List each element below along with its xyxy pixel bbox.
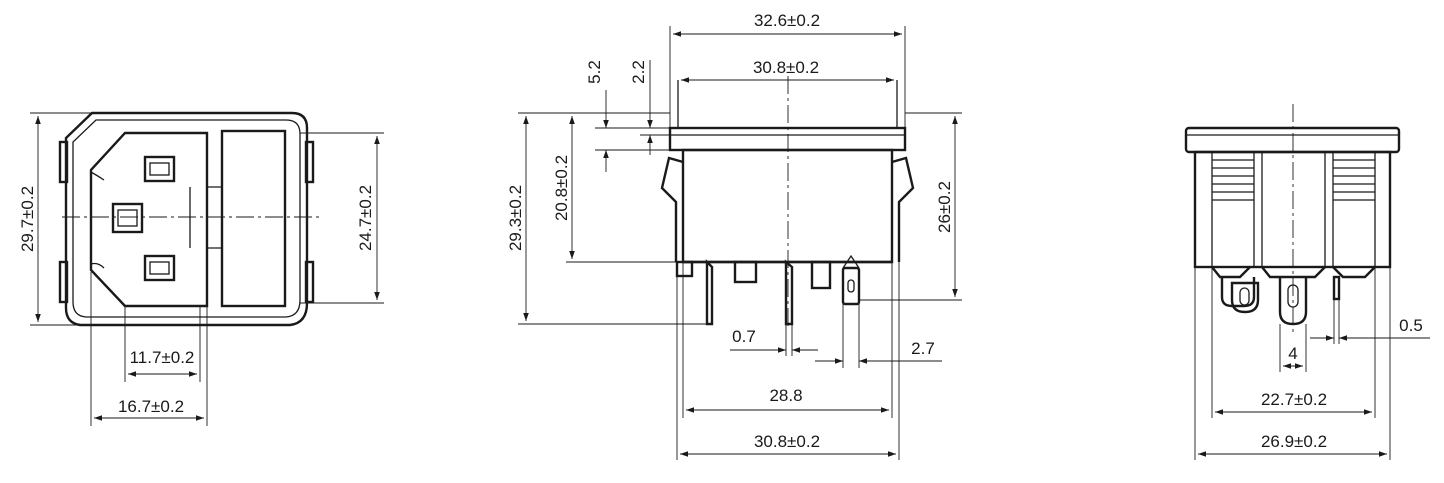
label-rear-pin-pitch: 4 bbox=[1288, 344, 1297, 363]
switch-window bbox=[220, 129, 287, 308]
label-side-height-right: 26±0.2 bbox=[935, 181, 954, 233]
front-view: 29.7±0.2 24.7±0.2 11.7±0.2 16.7±0.2 bbox=[18, 111, 384, 426]
front-right-clip-bottom bbox=[304, 260, 315, 304]
label-side-terminal-width: 2.7 bbox=[911, 339, 935, 358]
front-left-clip-bottom bbox=[58, 260, 69, 304]
side-right-latch bbox=[891, 156, 915, 262]
label-side-5-2: 5.2 bbox=[585, 60, 604, 84]
rear-terminal-right-blade bbox=[1332, 275, 1341, 301]
rear-center-channel bbox=[1261, 152, 1326, 267]
rear-right-rib-block bbox=[1332, 151, 1376, 268]
rear-terminal-left bbox=[1220, 277, 1256, 308]
label-side-width-top: 32.6±0.2 bbox=[754, 11, 820, 30]
rear-body bbox=[1193, 150, 1392, 269]
label-side-width-flange: 30.8±0.2 bbox=[753, 58, 819, 77]
rear-top-flange bbox=[1184, 126, 1401, 154]
side-terminal-middle bbox=[784, 259, 794, 326]
label-rear-width-overall: 26.9±0.2 bbox=[1261, 432, 1327, 451]
label-side-2-2: 2.2 bbox=[629, 60, 648, 84]
rear-terminal-left-hole bbox=[1239, 287, 1250, 306]
side-left-stub bbox=[675, 260, 694, 278]
rear-terminal-left-b bbox=[1230, 281, 1260, 314]
front-inner-frame bbox=[72, 119, 301, 318]
front-outer-frame bbox=[64, 111, 309, 327]
pin-slot-top-inner bbox=[149, 162, 170, 176]
side-terminal-left bbox=[705, 259, 714, 326]
side-terminal-barb bbox=[842, 254, 860, 269]
side-terminal-right bbox=[841, 266, 861, 306]
rear-left-rib-block bbox=[1211, 151, 1255, 268]
label-rear-terminal-thickness: 0.5 bbox=[1399, 316, 1423, 335]
label-rear-width-inner: 22.7±0.2 bbox=[1261, 390, 1327, 409]
label-front-width-overall: 16.7±0.2 bbox=[118, 397, 184, 416]
inlet-notch-top bbox=[90, 171, 105, 181]
side-left-latch bbox=[660, 156, 684, 262]
pin-slot-bottom bbox=[143, 254, 176, 282]
inlet-notch-bottom bbox=[90, 262, 105, 269]
side-body bbox=[681, 148, 894, 264]
label-side-width-body: 28.8 bbox=[769, 386, 802, 405]
label-side-terminal-thickness: 0.7 bbox=[732, 327, 756, 346]
rear-left-ribs bbox=[1212, 159, 1254, 201]
side-top-flange bbox=[668, 126, 907, 152]
rear-base-step bbox=[1211, 266, 1376, 279]
side-view: 32.6±0.2 30.8±0.2 5.2 2.2 29.3±0.2 20.8±… bbox=[506, 11, 962, 460]
label-front-height-overall: 29.7±0.2 bbox=[18, 186, 37, 252]
pin-slot-bottom-inner bbox=[149, 261, 170, 275]
label-front-height-inner: 24.7±0.2 bbox=[356, 185, 375, 251]
pin-slot-middle-inner bbox=[117, 209, 138, 227]
side-terminal-hole bbox=[847, 279, 855, 293]
label-side-height-body: 20.8±0.2 bbox=[552, 155, 571, 221]
side-post-a bbox=[733, 260, 758, 284]
rear-view: 0.5 4 22.7±0.2 26.9±0.2 bbox=[1184, 104, 1430, 460]
rear-right-ribs bbox=[1333, 159, 1375, 201]
label-side-height-overall: 29.3±0.2 bbox=[506, 185, 525, 251]
front-right-clip-top bbox=[304, 140, 315, 184]
front-left-clip-top bbox=[58, 140, 69, 184]
label-side-width-bottom: 30.8±0.2 bbox=[754, 432, 820, 451]
pin-slot-middle bbox=[111, 202, 144, 234]
side-post-b bbox=[810, 260, 832, 290]
switch-step bbox=[189, 186, 222, 249]
label-front-width-inlet: 11.7±0.2 bbox=[130, 348, 195, 367]
pin-slot-top bbox=[143, 155, 176, 183]
